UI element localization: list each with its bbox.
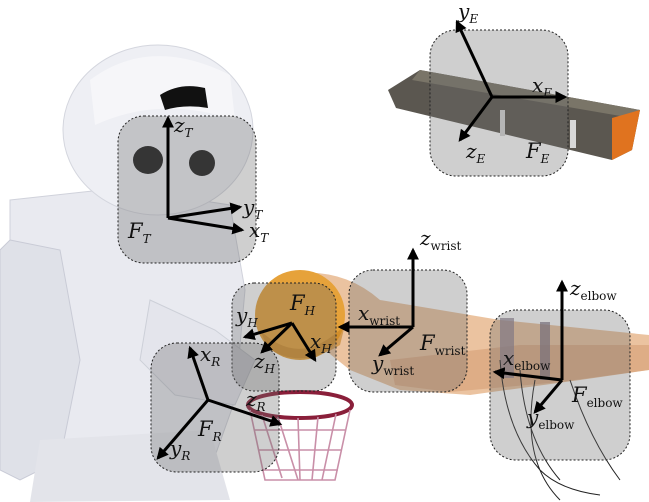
frame-label-R: F [197,417,214,441]
hoop-rim [246,390,354,420]
axis-label-ywrist: y [371,351,384,375]
hoop-net [249,409,351,481]
frame-box-elbow [489,309,631,461]
svg-text:zwrist: zwrist [419,226,462,253]
axis-label-zE: z [465,139,477,163]
axis-label-yR: y [169,436,182,460]
axis-label-yH: y [235,303,248,327]
frame-R: xR zR FR yR [156,342,283,463]
axis-label-yelbow: y [526,405,539,429]
axis-label-xE: x [532,73,543,97]
sensor-wires [499,359,621,501]
axis-label-xH: x [310,329,321,353]
svg-text:xwrist: xwrist [358,301,400,328]
robot-visor [160,86,208,110]
axis-label-zelbow: z [569,276,581,300]
human-arm-shade [390,345,649,392]
robot-head-top [90,56,235,126]
svg-text:zE: zE [465,139,486,166]
svg-text:zR: zR [245,387,266,414]
robot-eye-right [189,150,215,176]
svg-text:xelbow: xelbow [503,346,551,373]
frame-T: zT yT xT FT [127,113,269,246]
frame-box-H [231,282,337,392]
frame-elbow: zelbow xelbow Felbow yelbow [492,276,623,432]
svg-text:yH: yH [235,303,258,330]
frame-H: FH yH xH zH [235,291,332,376]
svg-text:ywrist: ywrist [371,351,414,378]
svg-text:yR: yR [169,436,190,463]
basketball-shadow [260,325,345,359]
elbow-sensor-strap-2 [540,322,550,380]
svg-text:FR: FR [197,417,222,444]
elbow-sensor-strap [500,318,514,378]
svg-text:Fwrist: Fwrist [419,331,466,358]
frame-label-wrist: F [419,331,436,355]
axis-label-zR: z [245,387,257,411]
axis-label-zwrist: z [419,226,431,250]
axis-label-yT: y [242,195,255,219]
robot-eye-left [133,146,163,174]
frame-E: yE xE zE FE [455,0,568,166]
frame-label-E: F [525,139,542,163]
frame-label-T: F [127,219,144,243]
axis-label-xR: x [200,342,211,366]
axis-label-yE: y [457,0,470,23]
svg-text:xH: xH [310,329,332,356]
axis-label-zT: z [173,113,185,137]
svg-text:xE: xE [532,73,552,100]
frame-box-R [150,342,280,473]
axis-label-xT: x [249,218,260,242]
svg-text:Felbow: Felbow [571,383,623,410]
svg-text:FH: FH [289,291,316,318]
axis-label-zH: z [253,349,265,373]
svg-text:zT: zT [173,113,194,140]
svg-text:xR: xR [200,342,220,369]
frame-label-H: F [289,291,306,315]
frame-wrist: zwrist xwrist Fwrist ywrist [337,226,466,378]
axis-label-xwrist: x [358,301,369,325]
svg-text:yT: yT [242,195,263,222]
imu-sensor [388,70,640,160]
axis-label-xelbow: x [503,346,514,370]
robot-legs [30,430,230,502]
frame-label-elbow: F [571,383,588,407]
svg-text:yE: yE [457,0,478,26]
svg-text:FE: FE [525,139,550,166]
svg-text:FT: FT [127,219,152,246]
svg-text:xT: xT [249,218,269,245]
svg-text:zH: zH [253,349,276,376]
svg-text:yelbow: yelbow [526,405,575,432]
svg-text:zelbow: zelbow [569,276,617,303]
